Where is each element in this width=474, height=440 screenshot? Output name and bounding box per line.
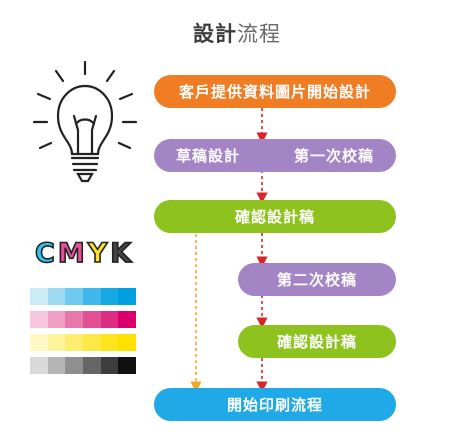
swatch-cell	[47, 288, 66, 305]
swatch-cell	[47, 357, 66, 374]
step-second-revision-label: 第二次校稿	[276, 271, 357, 289]
swatch-cell	[83, 288, 101, 305]
swatch-cell	[118, 334, 137, 351]
swatch-cell	[100, 311, 119, 328]
swatch-cell	[30, 288, 48, 305]
swatch-cell	[47, 311, 66, 328]
cmyk-label: CMYK	[34, 237, 135, 270]
swatch-cell	[100, 357, 119, 374]
swatch-cell	[30, 334, 48, 351]
step-print: 開始印刷流程	[154, 388, 396, 421]
yellow-swatch-row	[30, 334, 137, 351]
swatch-cell	[30, 357, 48, 374]
swatch-cell	[118, 357, 137, 374]
step-start-label: 客戶提供資料圖片開始設計	[178, 83, 371, 101]
swatch-cell	[118, 311, 137, 328]
swatch-cell	[100, 334, 119, 351]
cmyk-m: M	[57, 237, 88, 270]
magenta-swatch-row	[30, 311, 137, 328]
swatch-cell	[30, 311, 48, 328]
step-second-revision: 第二次校稿	[238, 263, 396, 296]
step-confirm-1: 確認設計稿	[154, 200, 396, 233]
lightbulb-icon	[32, 60, 138, 183]
title-light: 流程	[237, 22, 281, 46]
step-start: 客戶提供資料圖片開始設計	[154, 75, 396, 108]
step-confirm-1-label: 確認設計稿	[234, 208, 315, 226]
swatch-cell	[83, 357, 101, 374]
swatch-cell	[100, 288, 119, 305]
black-swatch-row	[30, 357, 137, 374]
swatch-cell	[65, 288, 84, 305]
step-confirm-2: 確認設計稿	[238, 325, 396, 358]
title-bold: 設計	[193, 22, 237, 46]
cmyk-y: Y	[87, 237, 111, 270]
cmyk-k: K	[109, 237, 135, 270]
swatch-cell	[118, 288, 137, 305]
swatch-cell	[65, 334, 84, 351]
step-draft-label: 草稿設計	[176, 147, 241, 165]
cyan-swatch-row	[30, 288, 137, 305]
step-confirm-2-label: 確認設計稿	[276, 333, 357, 351]
swatch-cell	[65, 311, 84, 328]
step-first-revision-label: 第一次校稿	[293, 147, 374, 165]
swatch-cell	[83, 334, 101, 351]
step-draft: 草稿設計 第一次校稿	[154, 139, 396, 172]
step-print-label: 開始印刷流程	[226, 396, 323, 414]
page-title: 設計流程	[0, 18, 474, 48]
cmyk-c: C	[34, 237, 58, 270]
swatch-cell	[47, 334, 66, 351]
swatch-cell	[83, 311, 101, 328]
swatch-cell	[65, 357, 84, 374]
